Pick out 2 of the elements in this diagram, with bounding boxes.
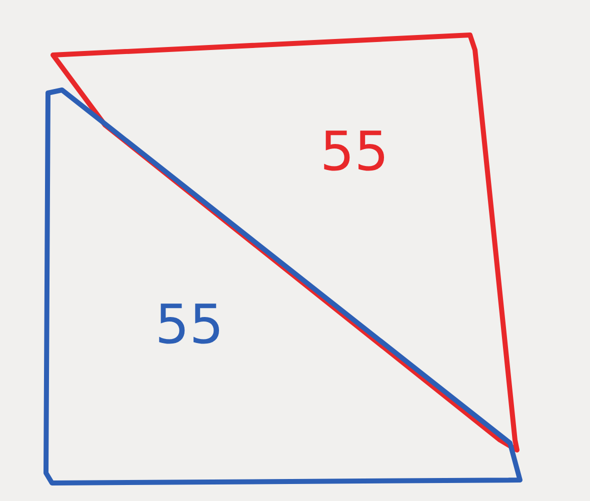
number-label: 55 bbox=[155, 298, 224, 352]
number-label: 55 bbox=[320, 125, 389, 179]
